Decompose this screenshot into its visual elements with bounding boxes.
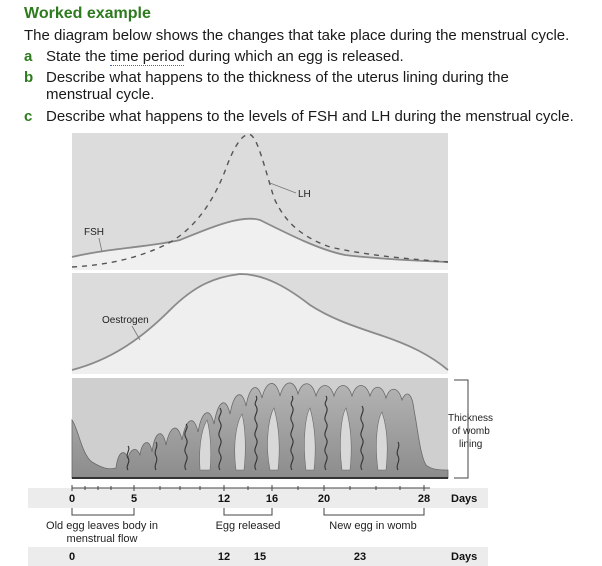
question-a-label: a — [24, 48, 33, 65]
thickness-label-2: of womb — [452, 426, 490, 437]
fsh-pointer — [98, 237, 103, 253]
lh-curve — [71, 133, 449, 268]
new-egg-bracket — [323, 508, 425, 516]
day-tick-0: 0 — [69, 493, 75, 505]
oestrogen-pointer — [131, 325, 141, 341]
menstrual-flow-label-2: menstrual flow — [67, 533, 138, 545]
bottom-tick-12: 12 — [218, 551, 230, 563]
fsh-curve — [71, 217, 449, 263]
day-tick-12: 12 — [218, 493, 230, 505]
new-egg-label: New egg in womb — [329, 520, 416, 532]
question-b-label: b — [24, 69, 34, 86]
bottom-tick-15: 15 — [254, 551, 266, 563]
menstrual-flow-label-1: Old egg leaves body in — [46, 520, 158, 532]
egg-released-label: Egg released — [216, 520, 281, 532]
day-tick-20: 20 — [318, 493, 330, 505]
fsh-area — [72, 218, 448, 270]
gland-gaps — [199, 407, 388, 471]
thickness-label-1: Thickness — [448, 413, 493, 424]
question-c-label: c — [24, 108, 33, 125]
womb-tissue — [71, 382, 449, 479]
question-a-text-start: State the — [46, 48, 111, 65]
oestrogen-curve — [71, 273, 449, 371]
lh-label: LH — [298, 189, 311, 200]
bottom-tick-0: 0 — [69, 551, 75, 563]
fsh-label: FSH — [84, 227, 104, 238]
day-axis-ticks — [71, 485, 425, 491]
thickness-bracket — [454, 379, 469, 479]
question-c-text: Describe what happens to the levels of F… — [46, 108, 574, 125]
question-b-text: Describe what happens to the thickness o… — [46, 69, 509, 103]
day-axis-unit: Days — [451, 493, 477, 505]
oestrogen-label: Oestrogen — [102, 315, 149, 326]
menstrual-flow-bracket — [71, 508, 135, 516]
lh-pointer — [269, 182, 297, 194]
day-tick-5: 5 — [131, 493, 137, 505]
time-period-term: time period — [110, 48, 185, 66]
bottom-axis-bar — [28, 547, 488, 566]
bottom-tick-23: 23 — [354, 551, 366, 563]
bottom-axis-unit: Days — [451, 551, 477, 563]
intro-text: The diagram below shows the changes that… — [24, 27, 570, 44]
oestrogen-area — [72, 274, 448, 374]
day-tick-28: 28 — [418, 493, 430, 505]
blood-vessels — [126, 395, 400, 471]
day-tick-16: 16 — [266, 493, 278, 505]
worked-example-heading: Worked example — [24, 5, 151, 22]
thickness-label-3: lining — [459, 439, 482, 450]
day-axis-bar — [28, 488, 488, 508]
question-a-text-end: during which an egg is released. — [184, 48, 404, 65]
egg-released-bracket — [223, 508, 273, 516]
